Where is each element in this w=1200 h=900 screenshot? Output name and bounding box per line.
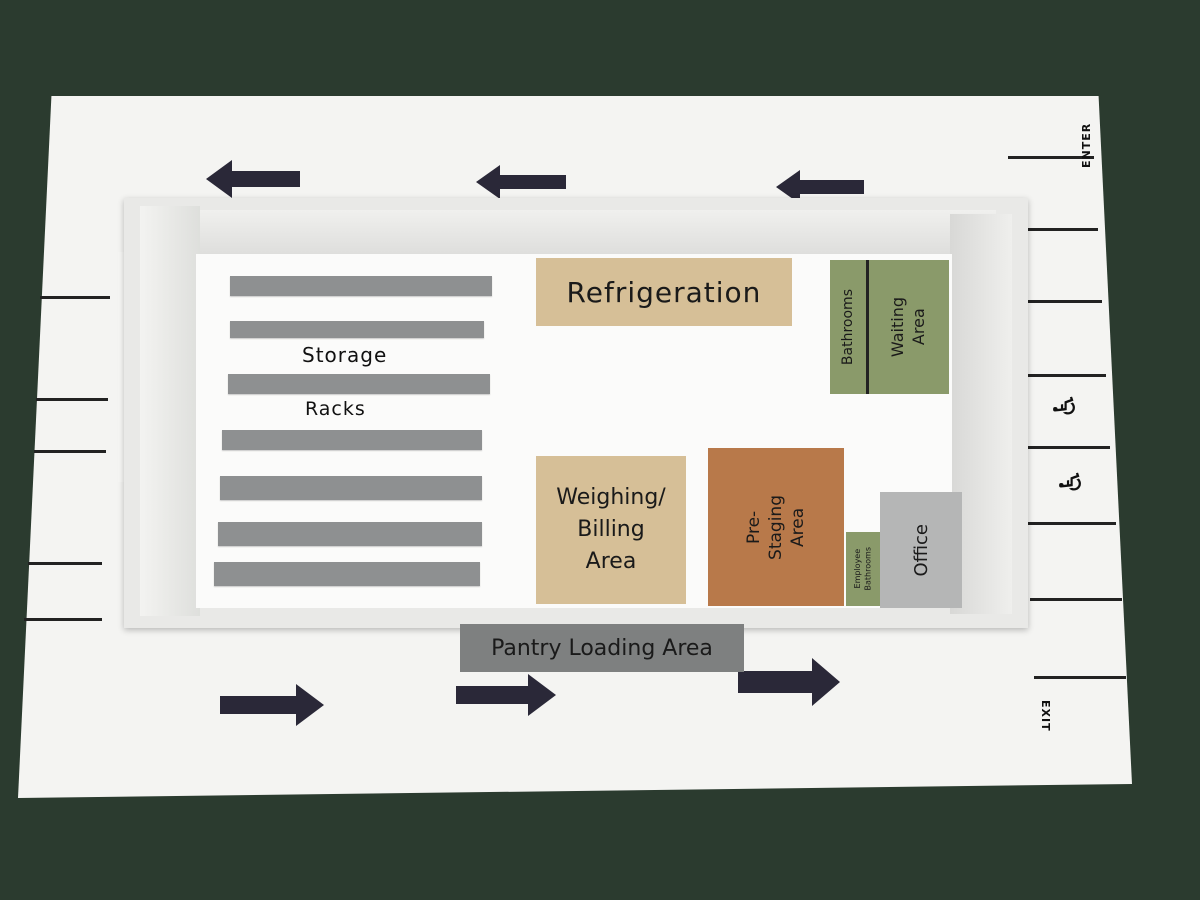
employee-bathrooms-room: Employee Bathrooms xyxy=(846,532,880,606)
storage-rack xyxy=(228,374,490,394)
parking-line xyxy=(28,562,102,565)
parking-line xyxy=(34,450,106,453)
accessible-parking-icon: ♿ xyxy=(1053,468,1089,495)
refrigeration-room: Refrigeration xyxy=(536,258,792,326)
parking-line xyxy=(1026,522,1116,525)
enter-label: ENTER xyxy=(1080,122,1093,168)
parking-line xyxy=(1030,598,1122,601)
storage-rack xyxy=(222,430,482,450)
parking-line xyxy=(40,296,110,299)
pantry-loading-label: Pantry Loading Area xyxy=(491,635,713,661)
office-label: Office xyxy=(910,523,932,577)
parking-line xyxy=(1034,676,1126,679)
storage-rack xyxy=(218,522,482,546)
arrow-right-icon xyxy=(456,674,556,716)
bathroom-divider xyxy=(866,260,869,394)
wall-left xyxy=(140,206,200,616)
office-room: Office xyxy=(880,492,962,608)
racks-label: Racks xyxy=(305,398,366,420)
pre-staging-room: Pre- Staging Area xyxy=(708,448,844,606)
parking-line xyxy=(1008,156,1094,159)
weighing-billing-label: Weighing/ Billing Area xyxy=(556,485,666,574)
weighing-billing-room: Weighing/ Billing Area xyxy=(536,456,686,604)
parking-line xyxy=(1014,228,1098,231)
waiting-area-room: Waiting Area xyxy=(869,260,949,394)
arrow-right-icon xyxy=(738,658,840,706)
waiting-area-label: Waiting Area xyxy=(888,296,928,358)
storage-rack xyxy=(214,562,480,586)
pantry-loading-area: Pantry Loading Area xyxy=(460,624,744,672)
refrigeration-label: Refrigeration xyxy=(566,275,762,309)
parking-line xyxy=(1016,300,1102,303)
bathrooms-label: Bathrooms xyxy=(840,288,856,366)
accessible-parking-icon: ♿ xyxy=(1047,392,1083,419)
arrow-right-icon xyxy=(220,684,324,726)
arrow-left-icon xyxy=(776,170,864,204)
pre-staging-label: Pre- Staging Area xyxy=(743,494,809,560)
exit-label: EXIT xyxy=(1039,700,1052,732)
employee-bathrooms-label: Employee Bathrooms xyxy=(852,547,872,591)
storage-label: Storage xyxy=(302,343,388,367)
parking-line xyxy=(36,398,108,401)
wall-top xyxy=(150,210,996,260)
storage-rack xyxy=(220,476,482,500)
parking-line xyxy=(1020,446,1110,449)
storage-rack xyxy=(230,276,492,296)
storage-rack xyxy=(230,321,484,338)
arrow-left-icon xyxy=(206,160,300,198)
arrow-left-icon xyxy=(476,165,566,199)
bathrooms-room: Bathrooms xyxy=(830,260,866,394)
parking-line xyxy=(1018,374,1106,377)
parking-line xyxy=(24,618,102,621)
